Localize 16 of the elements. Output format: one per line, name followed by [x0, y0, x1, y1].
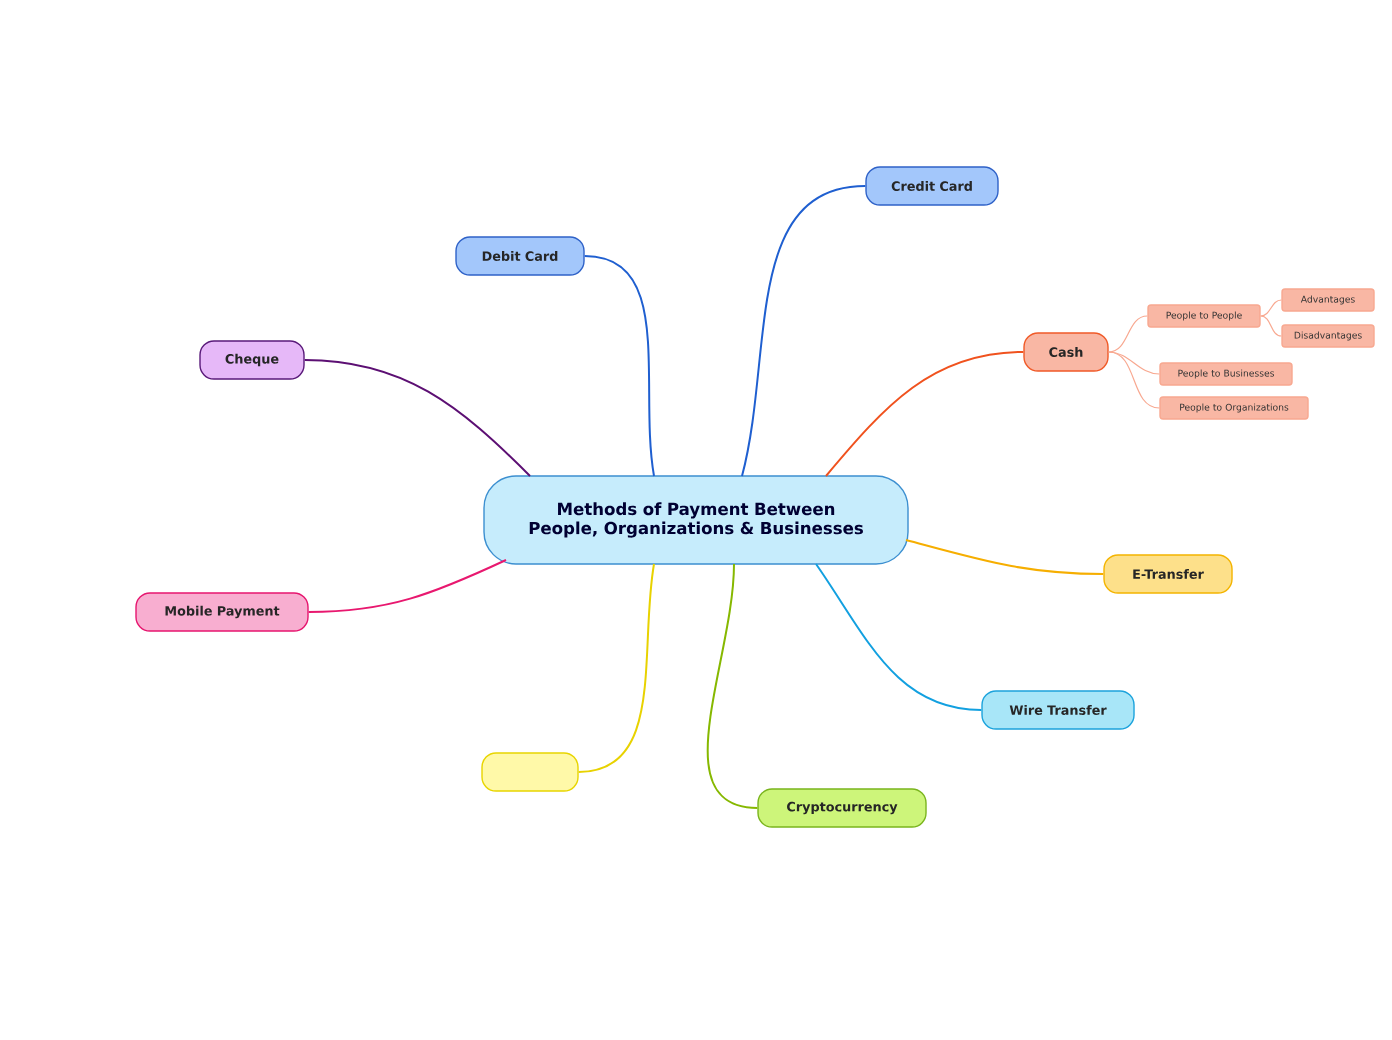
branch-line	[1108, 351, 1160, 409]
branch-line	[1108, 315, 1148, 353]
branch-line	[1260, 315, 1282, 337]
branch-line	[1260, 299, 1282, 317]
branch-line	[583, 255, 655, 477]
branch-line	[741, 185, 867, 477]
branch-line	[706, 563, 759, 809]
branch-line	[825, 351, 1025, 477]
branch-line	[307, 559, 507, 613]
branch-line	[577, 563, 655, 773]
branch-line	[303, 359, 531, 477]
central-topic-box: Methods of Payment Between People, Organizations & Businesses	[483, 475, 909, 565]
branch-line	[1108, 351, 1160, 375]
branch-line	[815, 563, 983, 711]
empty-topic-box	[481, 752, 579, 792]
branch-line	[905, 539, 1105, 575]
